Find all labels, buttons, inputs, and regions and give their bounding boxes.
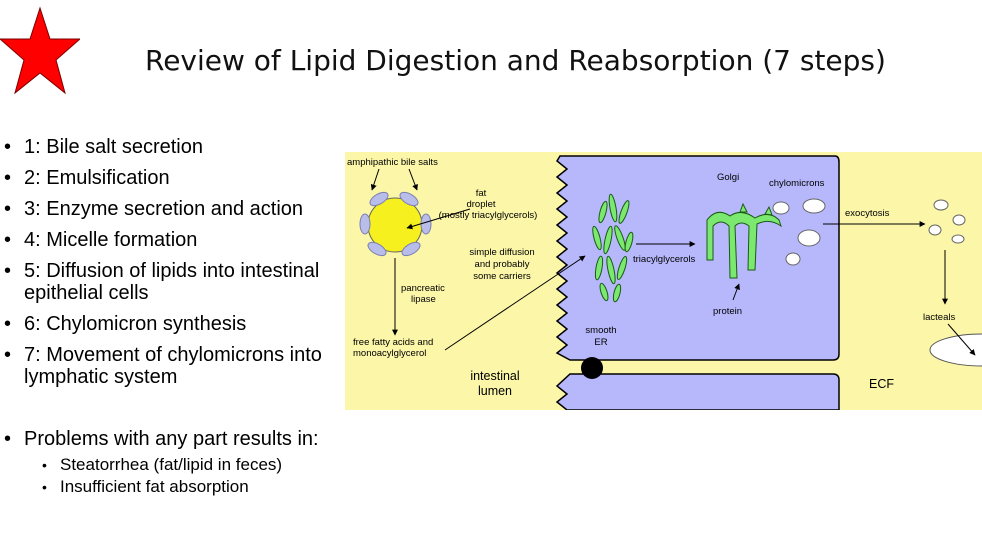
label-golgi: Golgi: [717, 172, 739, 183]
label-triacylglycerols: triacylglycerols: [633, 254, 696, 265]
step-item: 5: Diffusion of lipids into intestinal e…: [0, 260, 340, 304]
label-intestinal: intestinal: [470, 369, 519, 383]
bile-salt: [420, 213, 432, 235]
problems-heading: Problems with any part results in:: [0, 428, 340, 450]
step-item: 3: Enzyme secretion and action: [0, 198, 340, 220]
label-some-carriers: some carriers: [473, 271, 531, 282]
label-triacylglycerols-droplet: (mostly triacylglycerols): [439, 210, 538, 221]
chylomicrons-ecf: [928, 199, 966, 244]
label-pancreatic: pancreatic: [401, 283, 445, 294]
step-item: 7: Movement of chylomicrons into lymphat…: [0, 344, 340, 388]
step-item: 2: Emulsification: [0, 167, 340, 189]
label-bile-salts: amphipathic bile salts: [347, 157, 438, 168]
slide-title: Review of Lipid Digestion and Reabsorpti…: [145, 44, 886, 77]
label-simple-diffusion: simple diffusion: [469, 247, 534, 258]
label-lacteals: lacteals: [923, 312, 955, 323]
label-ecf: ECF: [869, 377, 894, 391]
lacteal-vessel: [929, 333, 982, 367]
label-droplet: droplet: [466, 199, 495, 210]
label-and-probably: and probably: [475, 259, 530, 270]
step-item: 1: Bile salt secretion: [0, 136, 340, 158]
bile-salt: [401, 241, 421, 257]
step-item: 4: Micelle formation: [0, 229, 340, 251]
label-smooth: smooth: [585, 325, 616, 336]
bile-salt: [399, 191, 419, 207]
golgi-apparatus: [706, 202, 782, 279]
lipid-digestion-diagram: amphipathic bile salts fat droplet (most…: [345, 152, 982, 410]
label-er: ER: [594, 337, 607, 348]
step-item: 6: Chylomicron synthesis: [0, 313, 340, 335]
problem-item: Insufficient fat absorption: [42, 476, 340, 498]
label-chylomicrons: chylomicrons: [769, 178, 825, 189]
label-monoacylglycerol: monoacylglycerol: [353, 348, 426, 359]
flow-arrows: [370, 168, 976, 356]
tight-junction: [581, 357, 603, 379]
label-lipase: lipase: [411, 294, 436, 305]
smooth-er: [592, 193, 634, 303]
bile-salt: [359, 213, 371, 235]
label-exocytosis: exocytosis: [845, 208, 890, 219]
chylomicron-vesicles: [772, 198, 826, 266]
label-free-fatty-acids: free fatty acids and: [353, 337, 433, 348]
problem-item: Steatorrhea (fat/lipid in feces): [42, 454, 340, 476]
problems-section: Problems with any part results in: Steat…: [0, 428, 340, 498]
label-protein: protein: [713, 306, 742, 317]
problems-list: Steatorrhea (fat/lipid in feces) Insuffi…: [0, 454, 340, 498]
bile-salt: [367, 241, 387, 257]
label-fat: fat: [476, 188, 487, 199]
epithelial-cell-lower: [555, 373, 840, 410]
bile-salt: [369, 191, 389, 207]
steps-list: 1: Bile salt secretion 2: Emulsification…: [0, 136, 340, 397]
red-star-icon: [0, 6, 80, 95]
label-lumen: lumen: [478, 384, 512, 398]
